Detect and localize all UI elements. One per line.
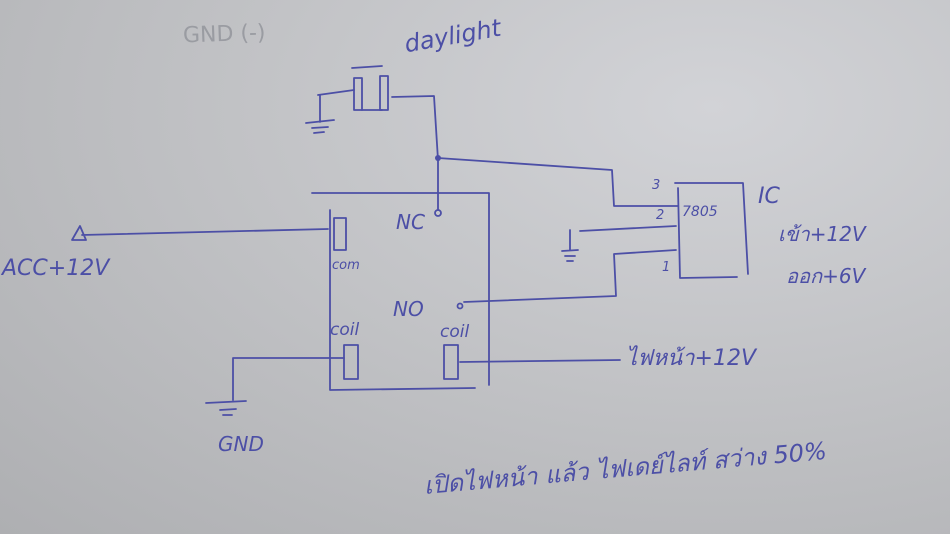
junction-dot xyxy=(435,155,441,161)
ic-pin1-wire xyxy=(463,249,677,303)
no-label: NO xyxy=(393,297,424,321)
coil-left-label: coil xyxy=(330,320,360,340)
gnd-label: GND xyxy=(218,432,264,456)
headlight-label: ไฟหน้า+12V xyxy=(626,346,757,371)
nc-terminal xyxy=(434,209,442,217)
ic-input-label: เข้า+12V xyxy=(778,222,866,246)
relay-outline xyxy=(311,192,490,391)
acc-wire xyxy=(71,225,329,241)
daylight-led-right xyxy=(379,75,389,111)
pin1-label: 1 xyxy=(662,260,671,275)
no-terminal xyxy=(456,302,464,310)
coil-left-terminal xyxy=(343,344,359,380)
pin3-label: 3 xyxy=(652,178,661,193)
coil-right-label: coil xyxy=(440,322,470,342)
coil-right-terminal xyxy=(443,344,459,380)
gnd-wire xyxy=(205,357,345,416)
ic-outline xyxy=(674,182,749,279)
wire-to-pin3 xyxy=(437,157,679,207)
pin2-label: 2 xyxy=(656,208,665,223)
daylight-wires xyxy=(305,65,439,211)
ic-pin2-ground xyxy=(561,225,677,262)
acc-label: ACC+12V xyxy=(2,256,110,281)
ic-part-number: 7805 xyxy=(682,204,718,220)
com-terminal xyxy=(333,217,347,251)
headlight-wire xyxy=(459,359,621,363)
daylight-led-left xyxy=(353,77,363,111)
ic-output-label: ออก+6V xyxy=(786,264,866,288)
com-label: com xyxy=(332,258,360,273)
ic-title: IC xyxy=(758,184,780,209)
gnd-pencil-label: GND (-) xyxy=(182,20,266,49)
nc-label: NC xyxy=(396,210,425,234)
